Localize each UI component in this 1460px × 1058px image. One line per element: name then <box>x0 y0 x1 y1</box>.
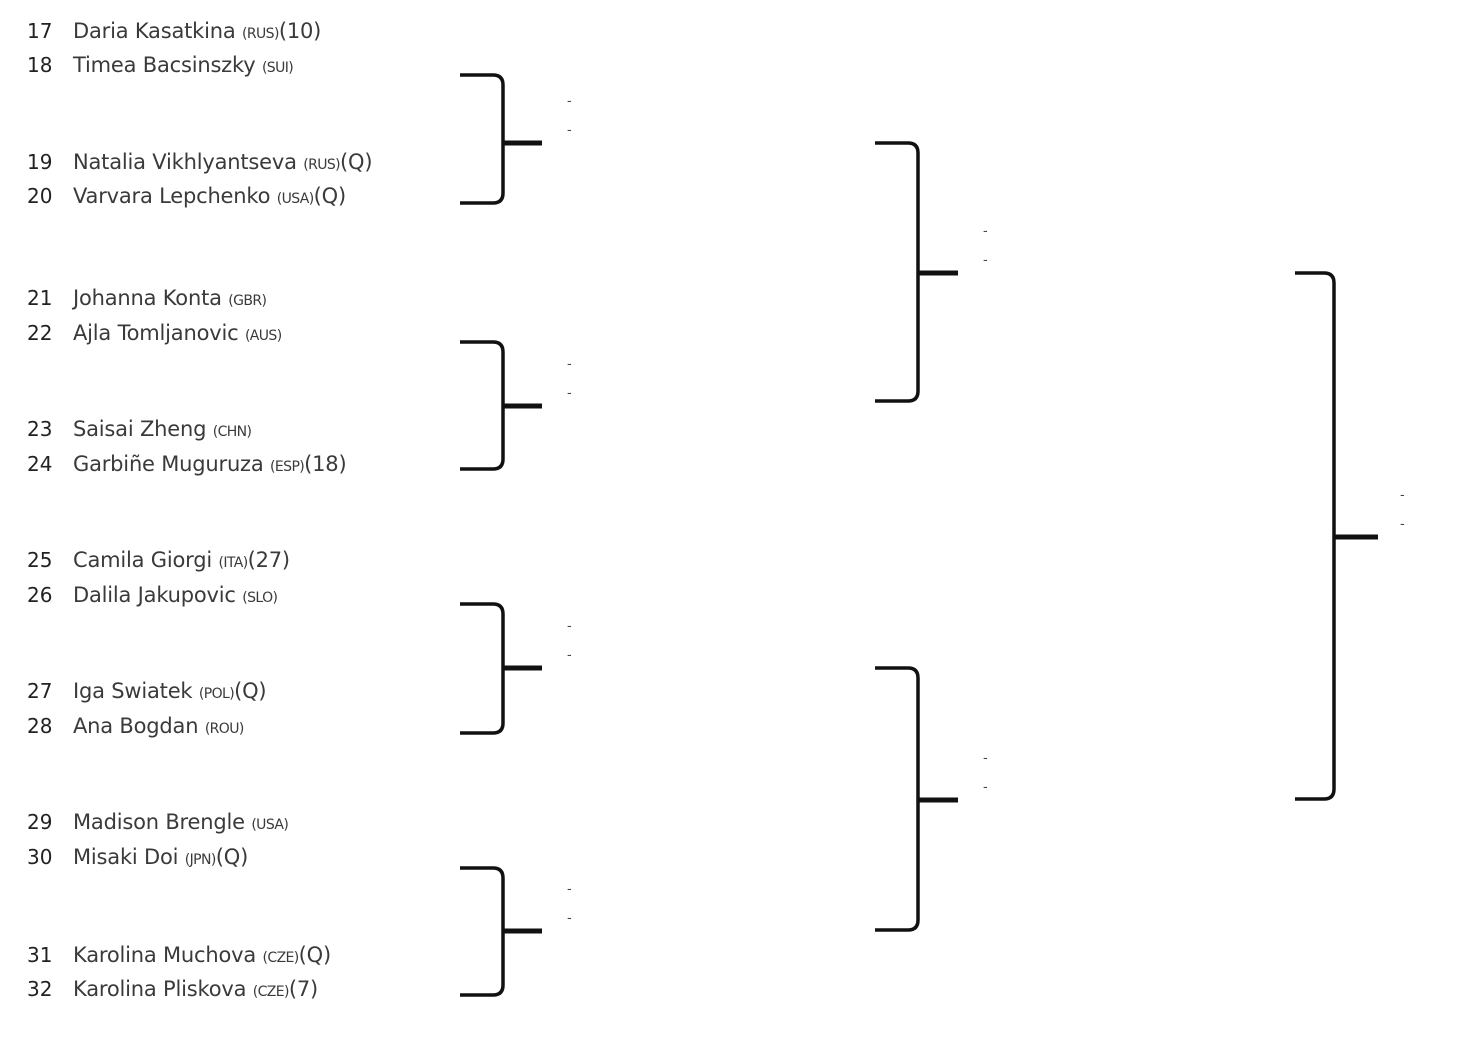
bracket-connector <box>460 73 505 205</box>
bracket-connector <box>460 340 505 471</box>
match-score: - <box>567 386 572 401</box>
match-score: - <box>1400 517 1405 532</box>
player-name[interactable]: Karolina Pliskova (CZE)(7) <box>73 977 319 1001</box>
match-score: - <box>567 882 572 897</box>
draw-position: 25 <box>27 548 53 572</box>
match-score: - <box>567 911 572 926</box>
bracket-connector <box>460 602 505 735</box>
match-score: - <box>983 751 988 766</box>
player-country: (ESP) <box>270 459 305 475</box>
player-country: (GBR) <box>228 293 267 309</box>
player-country: (USA) <box>276 191 315 207</box>
player-country: (ROU) <box>204 721 245 737</box>
player-country: (ITA) <box>218 555 248 571</box>
player-name[interactable]: Iga Swiatek (POL)(Q) <box>73 679 267 703</box>
draw-position: 22 <box>27 321 53 345</box>
match-score: - <box>567 619 572 634</box>
match-score: - <box>983 253 988 268</box>
player-name[interactable]: Varvara Lepchenko (USA)(Q) <box>73 184 347 208</box>
player-name[interactable]: Karolina Muchova (CZE)(Q) <box>73 943 332 967</box>
player-seed: (10) <box>278 19 322 43</box>
player-name[interactable]: Dalila Jakupovic (SLO) <box>73 583 278 607</box>
draw-position: 18 <box>27 53 53 77</box>
draw-position: 28 <box>27 714 53 738</box>
player-seed: (27) <box>247 548 291 572</box>
match-score: - <box>567 648 572 663</box>
draw-position: 27 <box>27 679 53 703</box>
player-country: (CZE) <box>252 984 290 1000</box>
bracket-connector <box>875 666 920 932</box>
player-name[interactable]: Camila Giorgi (ITA)(27) <box>73 548 291 572</box>
player-name[interactable]: Daria Kasatkina (RUS)(10) <box>73 19 322 43</box>
draw-position: 24 <box>27 452 53 476</box>
player-country: (USA) <box>251 817 289 833</box>
player-seed: (Q) <box>298 943 332 967</box>
player-country: (SUI) <box>261 60 294 76</box>
draw-position: 29 <box>27 810 53 834</box>
player-name[interactable]: Garbiñe Muguruza (ESP)(18) <box>73 452 347 476</box>
draw-position: 32 <box>27 977 53 1001</box>
draw-position: 19 <box>27 150 53 174</box>
match-score: - <box>1400 488 1405 503</box>
player-country: (AUS) <box>244 328 282 344</box>
player-seed: (18) <box>304 452 347 476</box>
player-name[interactable]: Ajla Tomljanovic (AUS) <box>73 321 282 345</box>
bracket-connector <box>1295 271 1336 801</box>
match-score: - <box>983 780 988 795</box>
player-country: (POL) <box>198 686 235 702</box>
player-name[interactable]: Ana Bogdan (ROU) <box>73 714 245 738</box>
player-country: (JPN) <box>184 852 217 868</box>
draw-position: 21 <box>27 286 53 310</box>
player-name[interactable]: Johanna Konta (GBR) <box>73 286 267 310</box>
player-seed: (Q) <box>313 184 347 208</box>
player-name[interactable]: Misaki Doi (JPN)(Q) <box>73 845 249 869</box>
player-seed: (Q) <box>215 845 249 869</box>
player-country: (CZE) <box>262 950 300 966</box>
bracket-connector <box>875 141 920 403</box>
draw-position: 26 <box>27 583 53 607</box>
player-seed: (7) <box>288 977 319 1001</box>
player-name[interactable]: Natalia Vikhlyantseva (RUS)(Q) <box>73 150 373 174</box>
player-country: (SLO) <box>242 590 278 606</box>
match-score: - <box>567 94 572 109</box>
draw-position: 20 <box>27 184 53 208</box>
bracket-connector <box>460 866 505 997</box>
player-name[interactable]: Timea Bacsinszky (SUI) <box>73 53 294 77</box>
player-seed: (Q) <box>340 150 373 174</box>
player-country: (RUS) <box>303 157 341 173</box>
draw-position: 17 <box>27 19 53 43</box>
player-country: (CHN) <box>212 424 252 440</box>
match-score: - <box>983 224 988 239</box>
player-seed: (Q) <box>234 679 267 703</box>
match-score: - <box>567 357 572 372</box>
player-name[interactable]: Madison Brengle (USA) <box>73 810 289 834</box>
draw-position: 30 <box>27 845 53 869</box>
draw-position: 23 <box>27 417 53 441</box>
draw-position: 31 <box>27 943 53 967</box>
player-name[interactable]: Saisai Zheng (CHN) <box>73 417 252 441</box>
match-score: - <box>567 123 572 138</box>
player-country: (RUS) <box>242 26 279 42</box>
